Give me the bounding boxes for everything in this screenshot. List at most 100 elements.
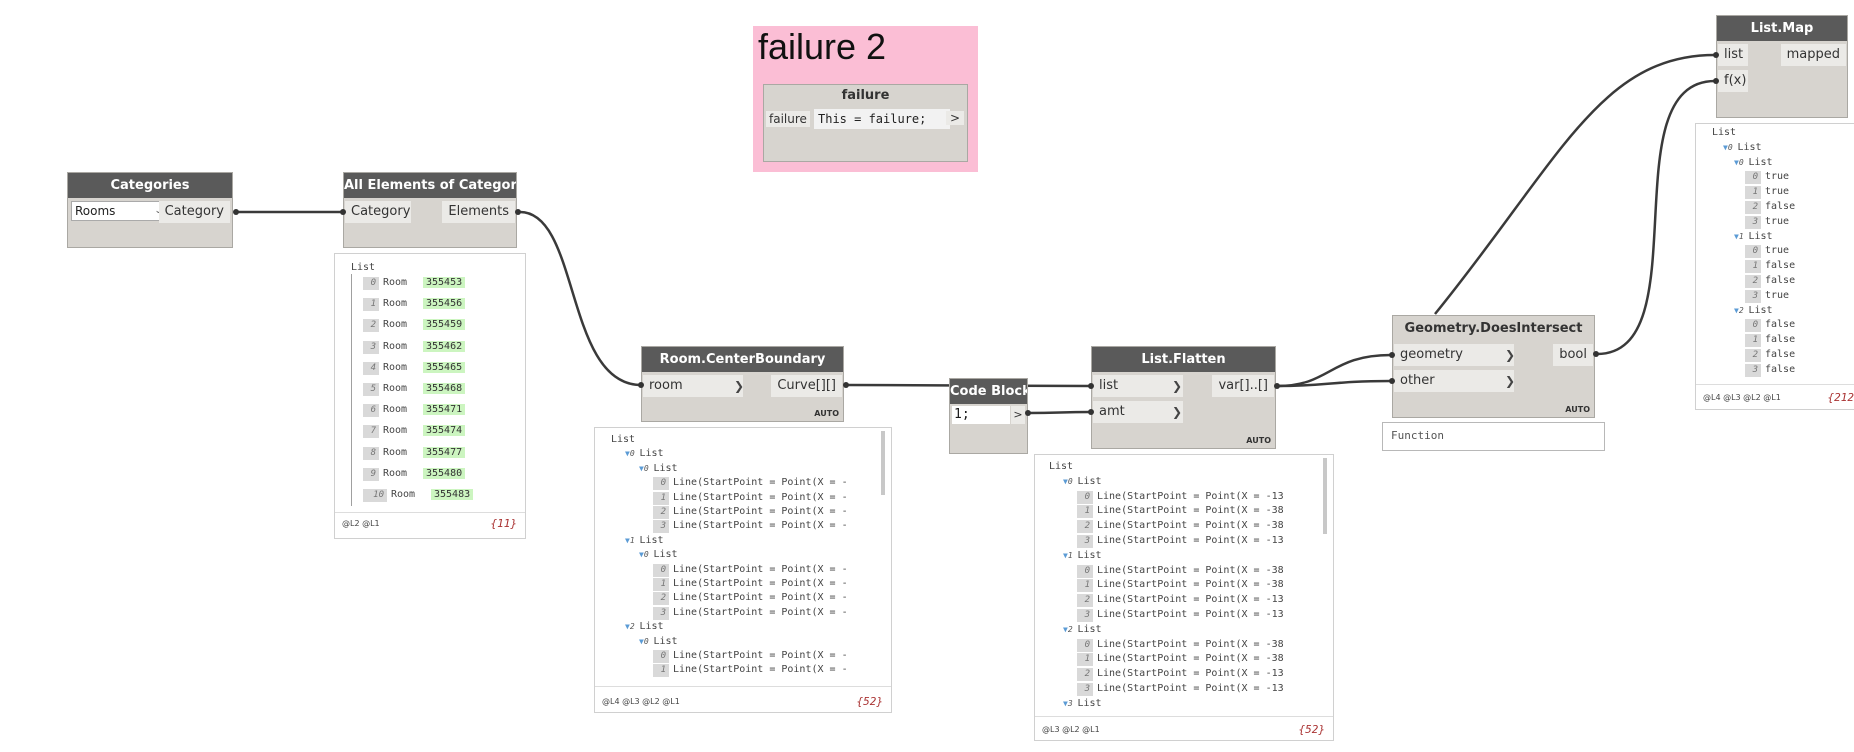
port-connector[interactable] <box>1713 52 1719 58</box>
lacing-label[interactable]: AUTO <box>1246 436 1271 445</box>
element-id[interactable]: 355456 <box>423 298 466 310</box>
expand-triangle-icon[interactable]: ▼ <box>1063 698 1068 708</box>
output-port-var[interactable]: var[]..[] <box>1212 375 1274 397</box>
categories-node[interactable]: Categories Rooms ⌄ Category <box>67 172 233 248</box>
element-id[interactable]: 355474 <box>423 425 466 437</box>
level-indicators[interactable]: @L4 @L3 @L2 @L1 <box>602 697 680 706</box>
output-port-mapped[interactable]: mapped <box>1780 44 1846 66</box>
code-input[interactable]: 1; <box>952 406 1010 424</box>
category-dropdown[interactable]: Rooms ⌄ <box>71 201 167 221</box>
output-port-elements[interactable]: Elements <box>442 201 515 223</box>
level-indicators[interactable]: @L3 @L2 @L1 <box>1042 725 1100 734</box>
list-node[interactable]: ▼3 List <box>1063 697 1102 710</box>
port-connector[interactable] <box>515 209 521 215</box>
expand-triangle-icon[interactable]: ▼ <box>625 535 630 545</box>
expand-triangle-icon[interactable]: ▼ <box>1723 142 1728 152</box>
list-node[interactable]: ▼0 List <box>1734 156 1773 169</box>
expand-triangle-icon[interactable]: ▼ <box>625 449 630 459</box>
list-node[interactable]: ▼2 List <box>1734 304 1773 317</box>
list-node[interactable]: ▼2 List <box>625 620 664 633</box>
group-title[interactable]: failure 2 <box>758 26 887 67</box>
all-elements-node[interactable]: All Elements of Category Category Elemen… <box>343 172 517 248</box>
element-id[interactable]: 355462 <box>423 340 466 352</box>
center-boundary-node[interactable]: Room.CenterBoundary room ❯ Curve[][] AUT… <box>641 346 844 422</box>
port-connector[interactable] <box>1088 409 1094 415</box>
port-connector[interactable] <box>1713 78 1719 84</box>
expand-triangle-icon[interactable]: ▼ <box>1734 157 1739 167</box>
element-id[interactable]: 355477 <box>423 446 466 458</box>
input-port-list[interactable]: list <box>1093 375 1183 397</box>
input-port-fx[interactable]: f(x) <box>1718 70 1748 92</box>
list-map-node[interactable]: List.Map list f(x) mapped <box>1716 15 1848 118</box>
expand-triangle-icon[interactable]: ▼ <box>1063 476 1068 486</box>
element-id[interactable]: 355468 <box>423 383 466 394</box>
does-intersect-node[interactable]: Geometry.DoesIntersect geometry ❯ other … <box>1392 315 1595 418</box>
output-port[interactable]: > <box>945 111 964 125</box>
scrollbar[interactable] <box>881 431 885 495</box>
port-connector[interactable] <box>1274 383 1280 389</box>
flatten-node[interactable]: List.Flatten list ❯ amt ❯ var[]..[] AUTO <box>1091 346 1276 449</box>
expand-triangle-icon[interactable]: ▼ <box>625 622 630 632</box>
element-id[interactable]: 355483 <box>431 489 474 500</box>
node-title[interactable]: Categories <box>68 173 232 198</box>
input-port-geometry[interactable]: geometry <box>1394 344 1514 366</box>
expand-triangle-icon[interactable]: ▼ <box>639 463 644 473</box>
list-node[interactable]: ▼0 List <box>625 447 664 460</box>
expand-triangle-icon[interactable]: ▼ <box>1063 550 1068 560</box>
output-port-bool[interactable]: bool <box>1553 344 1593 366</box>
node-title[interactable]: failure <box>764 85 967 107</box>
lacing-label[interactable]: AUTO <box>814 409 839 418</box>
list-node[interactable]: ▼1 List <box>625 534 664 547</box>
expand-triangle-icon[interactable]: ▼ <box>1734 305 1739 315</box>
list-node[interactable]: ▼0 List <box>639 635 678 648</box>
expand-triangle-icon[interactable]: ▼ <box>1734 231 1739 241</box>
output-port-curves[interactable]: Curve[][] <box>771 375 842 397</box>
node-title[interactable]: Room.CenterBoundary <box>642 347 843 372</box>
list-node[interactable]: ▼0 List <box>639 548 678 561</box>
output-port[interactable]: > <box>1011 406 1025 424</box>
list-node[interactable]: ▼0 List <box>639 462 678 475</box>
port-connector[interactable] <box>1389 352 1395 358</box>
element-id[interactable]: 355480 <box>423 467 466 479</box>
scrollbar[interactable] <box>1323 458 1327 534</box>
element-id[interactable]: 355471 <box>423 404 466 416</box>
expand-triangle-icon[interactable]: ▼ <box>639 636 644 646</box>
port-connector[interactable] <box>233 209 239 215</box>
list-node[interactable]: ▼0 List <box>1723 141 1762 154</box>
input-port-category[interactable]: Category <box>345 201 411 223</box>
port-connector[interactable] <box>1389 378 1395 384</box>
node-title[interactable]: Geometry.DoesIntersect <box>1393 316 1594 341</box>
node-title[interactable]: List.Flatten <box>1092 347 1275 372</box>
element-id[interactable]: 355459 <box>423 319 466 331</box>
node-title[interactable]: All Elements of Category <box>344 173 516 198</box>
failure-port[interactable]: failure <box>766 111 810 127</box>
list-node[interactable]: ▼1 List <box>1063 549 1102 562</box>
lacing-label[interactable]: AUTO <box>1565 405 1590 414</box>
port-connector[interactable] <box>1593 351 1599 357</box>
level-indicators[interactable]: @L2 @L1 <box>342 519 380 528</box>
expand-triangle-icon[interactable]: ▼ <box>1063 624 1068 634</box>
output-port-category[interactable]: Category <box>158 201 230 223</box>
node-title[interactable]: Code Block <box>950 379 1027 404</box>
input-port-list[interactable]: list <box>1718 44 1748 66</box>
element-id[interactable]: 355453 <box>423 277 466 288</box>
input-port-amt[interactable]: amt <box>1093 401 1183 423</box>
port-connector[interactable] <box>1025 410 1031 416</box>
element-id[interactable]: 355465 <box>423 361 466 373</box>
port-connector[interactable] <box>843 382 849 388</box>
code-block-node[interactable]: Code Block 1; > <box>949 378 1028 454</box>
port-connector[interactable] <box>1088 383 1094 389</box>
expand-triangle-icon[interactable]: ▼ <box>639 550 644 560</box>
code-text[interactable]: This = failure; <box>814 109 950 129</box>
port-connector[interactable] <box>638 382 644 388</box>
failure-node[interactable]: failure failure This = failure; > <box>763 84 968 162</box>
input-port-room[interactable]: room <box>643 375 743 397</box>
port-connector[interactable] <box>340 209 346 215</box>
list-node[interactable]: ▼2 List <box>1063 623 1102 636</box>
list-node[interactable]: ▼0 List <box>1063 475 1102 488</box>
list-node[interactable]: ▼1 List <box>1734 230 1773 243</box>
